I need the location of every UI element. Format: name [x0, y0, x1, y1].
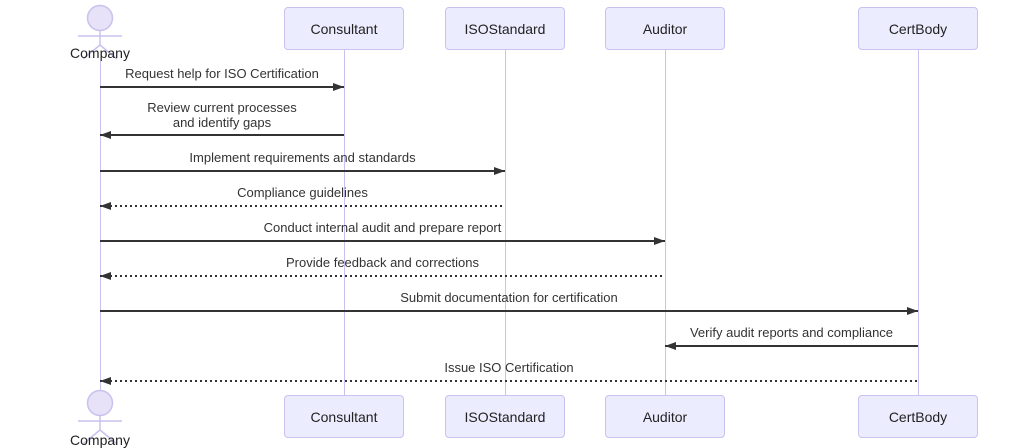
arrowhead-left-icon: [100, 202, 111, 210]
message-line-3: [100, 170, 505, 172]
participant-box-certbody-top: CertBody: [858, 7, 978, 50]
participant-box-auditor-top: Auditor: [605, 7, 725, 50]
message-label-9: Issue ISO Certification: [444, 360, 574, 375]
company-actor-icon: [78, 4, 122, 60]
message-line-9: [100, 380, 918, 382]
lifeline-company: [100, 61, 101, 391]
arrowhead-right-icon: [654, 237, 665, 245]
actor-label-company-top: Company: [70, 45, 130, 61]
message-label-5: Conduct internal audit and prepare repor…: [263, 220, 502, 235]
arrowhead-right-icon: [907, 307, 918, 315]
participant-box-auditor-bottom: Auditor: [605, 395, 725, 438]
arrowhead-right-icon: [494, 167, 505, 175]
message-line-8: [665, 345, 918, 347]
lifeline-certbody: [918, 50, 919, 395]
lifeline-isostandard: [505, 50, 506, 395]
message-line-5: [100, 240, 665, 242]
participant-box-isostandard-bottom: ISOStandard: [445, 395, 565, 438]
message-label-8: Verify audit reports and compliance: [689, 325, 894, 340]
message-line-2: [100, 134, 344, 136]
arrowhead-left-icon: [100, 131, 111, 139]
participant-box-consultant-bottom: Consultant: [284, 395, 404, 438]
message-label-2: Review current processes and identify ga…: [147, 100, 297, 130]
message-label-1: Request help for ISO Certification: [125, 66, 319, 81]
arrowhead-left-icon: [100, 272, 111, 280]
actor-label-company-bottom: Company: [70, 432, 130, 448]
message-line-1: [100, 86, 344, 88]
message-label-4: Compliance guidelines: [237, 185, 368, 200]
message-label-3: Implement requirements and standards: [189, 150, 416, 165]
arrowhead-right-icon: [333, 83, 344, 91]
company-actor-icon: [78, 389, 122, 445]
lifeline-consultant: [344, 50, 345, 395]
participant-box-isostandard-top: ISOStandard: [445, 7, 565, 50]
message-label-7: Submit documentation for certification: [400, 290, 618, 305]
participant-box-consultant-top: Consultant: [284, 7, 404, 50]
arrowhead-left-icon: [100, 377, 111, 385]
arrowhead-left-icon: [665, 342, 676, 350]
message-line-6: [100, 275, 665, 277]
message-line-4: [100, 205, 505, 207]
lifeline-auditor: [665, 50, 666, 395]
message-line-7: [100, 310, 918, 312]
participant-box-certbody-bottom: CertBody: [858, 395, 978, 438]
message-label-6: Provide feedback and corrections: [286, 255, 479, 270]
